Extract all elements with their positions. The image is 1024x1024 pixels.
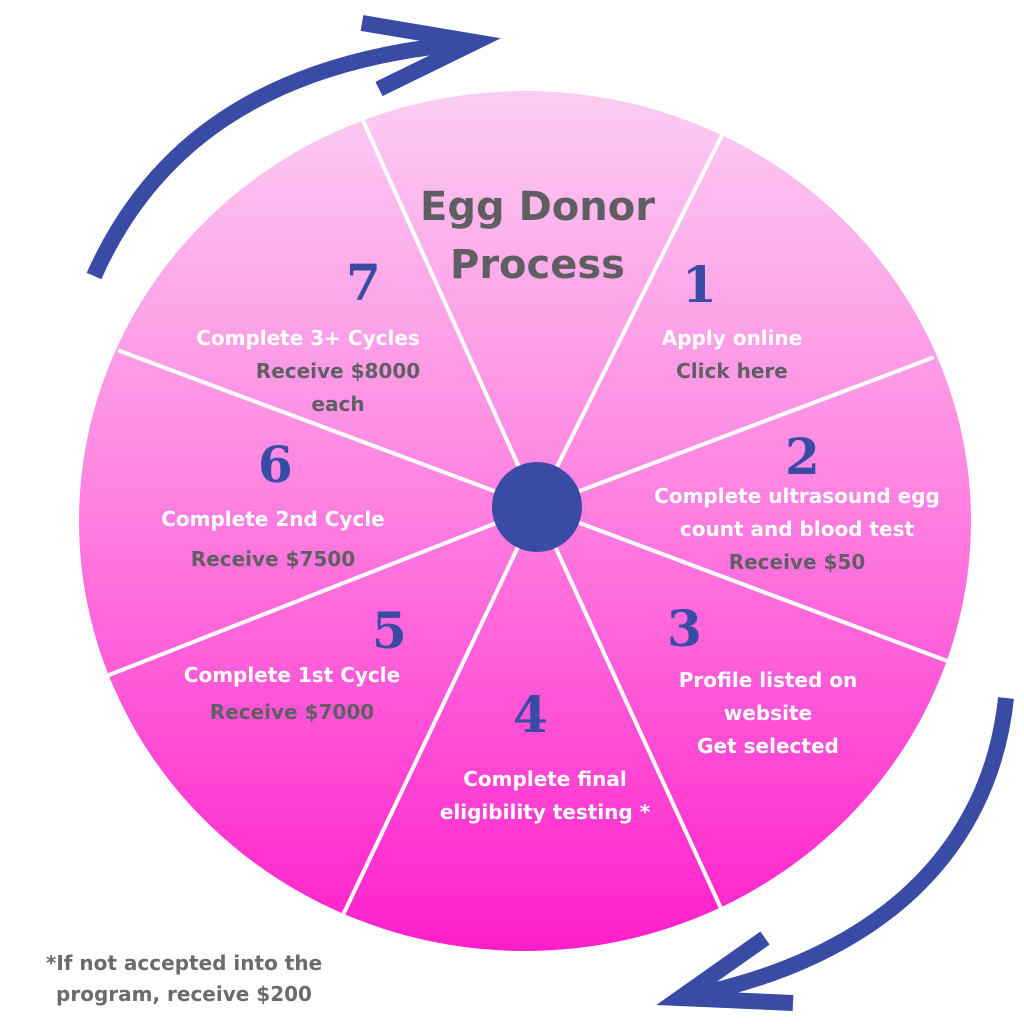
step-4-line-1: Complete final	[463, 767, 627, 791]
title-line-2: Process	[450, 242, 625, 288]
step-6-number: 6	[258, 435, 293, 494]
step-3-line-2: website	[723, 701, 813, 725]
diagram-title: Egg Donor Process	[395, 178, 680, 294]
step-7-text: Complete 3+ Cycles Receive $8000 each	[168, 322, 448, 421]
step-6-line-2: Receive $7500	[190, 547, 356, 571]
step-5-line-1: Complete 1st Cycle	[183, 663, 401, 687]
step-7-line-1: Complete 3+ Cycles	[196, 326, 420, 350]
step-3-number: 3	[667, 599, 702, 658]
step-4-line-2: eligibility testing *	[439, 800, 651, 824]
step-7-number: 7	[346, 253, 381, 312]
step-1-line-1: Apply online	[661, 326, 803, 350]
step-4-text: Complete final eligibility testing *	[420, 763, 670, 829]
step-6-text: Complete 2nd Cycle Receive $7500	[128, 503, 418, 576]
step-6-line-1: Complete 2nd Cycle	[161, 507, 385, 531]
step-2-text: Complete ultrasound egg count and blood …	[622, 480, 972, 579]
step-5-line-2: Receive $7000	[209, 700, 375, 724]
step-5-text: Complete 1st Cycle Receive $7000	[152, 659, 432, 729]
step-2-line-2: count and blood test	[679, 517, 915, 541]
step-4-number: 4	[513, 685, 548, 744]
step-1-text: Apply online Click here	[622, 322, 842, 388]
cycle-arrow-bottom-icon	[656, 697, 1014, 1011]
footnote-line-2: program, receive $200	[56, 982, 312, 1006]
step-1-number: 1	[682, 255, 717, 314]
step-2-line-3: Receive $50	[728, 550, 866, 574]
step-5-number: 5	[372, 601, 407, 660]
cycle-arrow-top-icon	[86, 15, 501, 280]
step-3-line-1: Profile listed on	[678, 668, 858, 692]
wheel-spokes	[102, 112, 952, 938]
apply-online-click-here-link[interactable]: Click here	[676, 359, 788, 383]
step-3-text: Profile listed on website Get selected	[648, 664, 888, 763]
step-2-number: 2	[785, 427, 820, 486]
footnote-line-1: *If not accepted into the	[45, 951, 323, 975]
step-2-line-1: Complete ultrasound egg	[654, 484, 940, 508]
step-7-line-3: each	[311, 392, 365, 416]
step-7-line-2: Receive $8000	[255, 359, 421, 383]
title-line-1: Egg Donor	[420, 184, 655, 230]
step-3-line-3: Get selected	[697, 734, 839, 758]
footnote: *If not accepted into the program, recei…	[14, 948, 354, 1010]
wheel-hub	[492, 462, 582, 552]
